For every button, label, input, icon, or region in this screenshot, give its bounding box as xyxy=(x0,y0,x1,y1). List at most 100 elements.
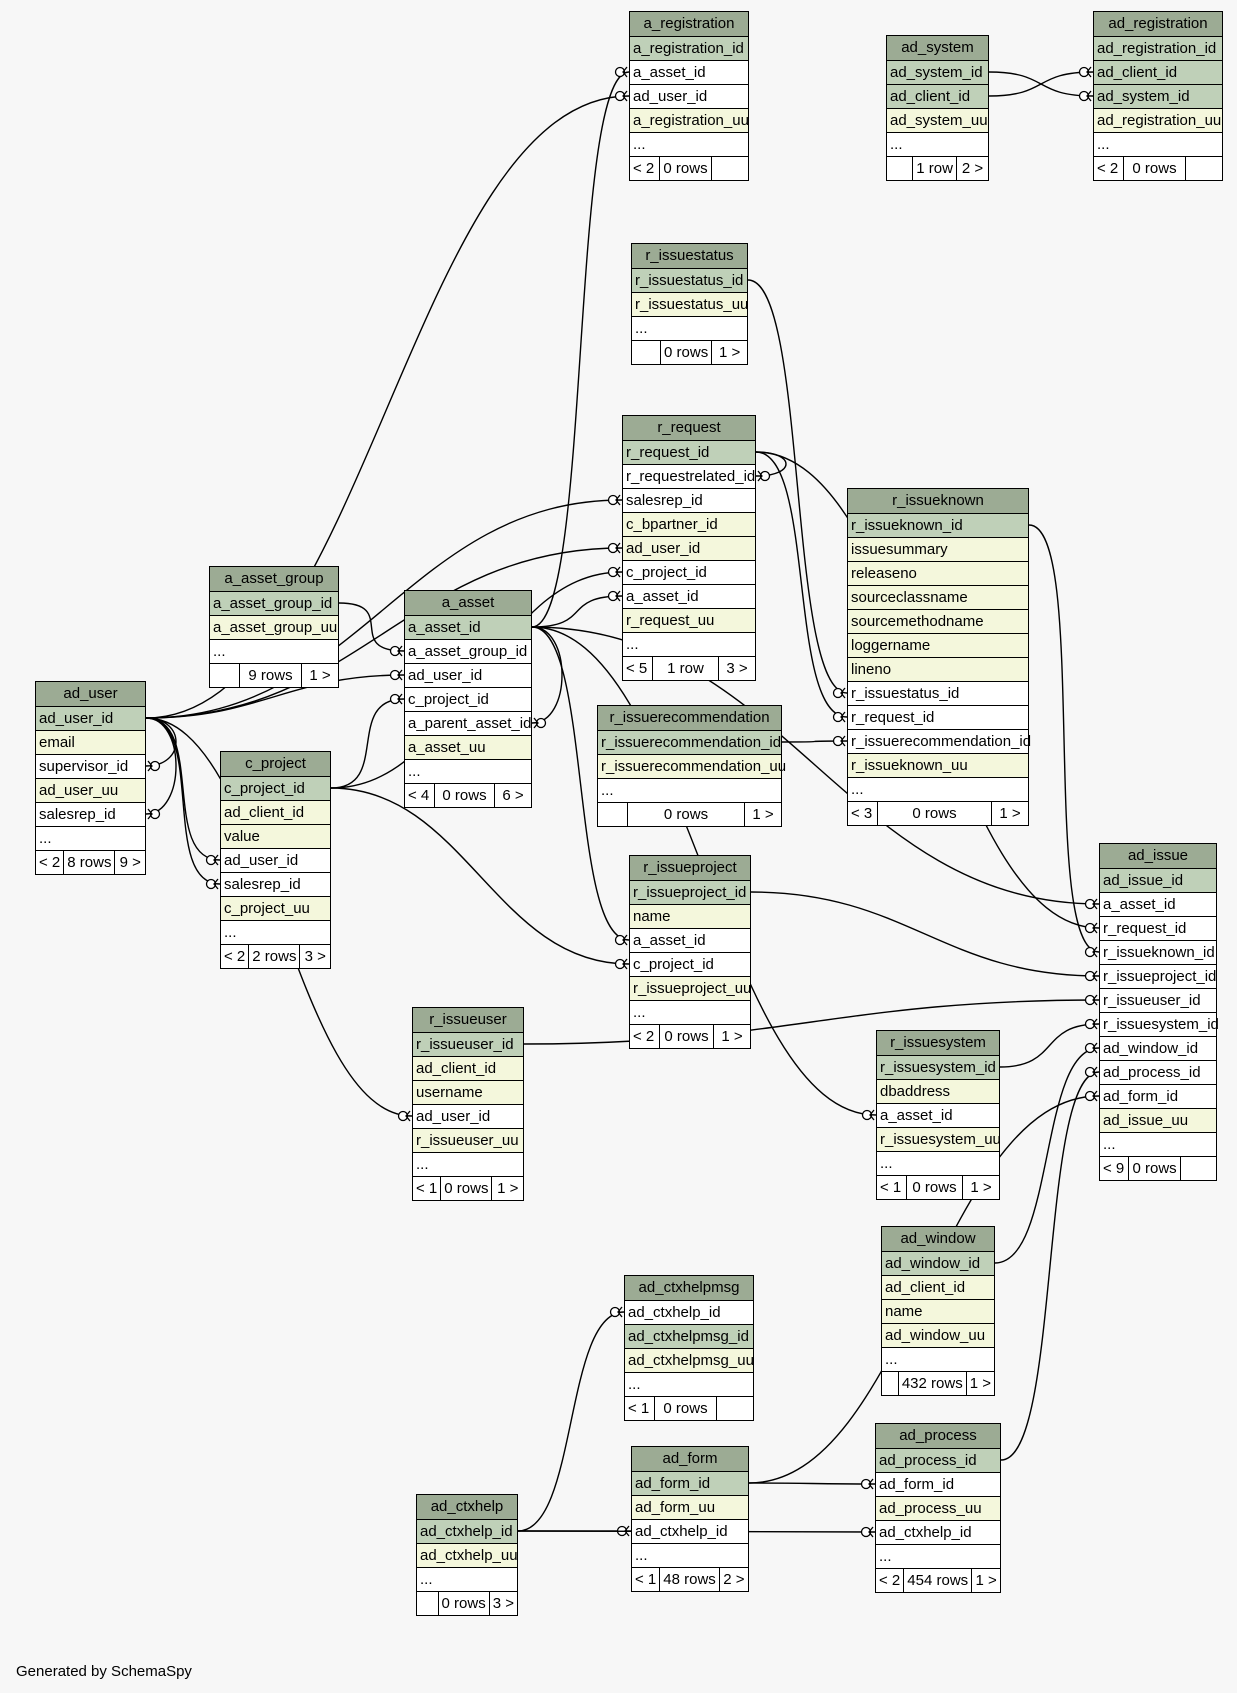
column-ad-registration-id[interactable]: ad_registration_id xyxy=(1094,37,1222,61)
column-r-request-id[interactable]: r_request_id xyxy=(623,441,755,465)
table-header[interactable]: r_issuerecommendation xyxy=(598,706,781,731)
column-salesrep-id[interactable]: salesrep_id xyxy=(623,489,755,513)
column-ad-issue-uu[interactable]: ad_issue_uu xyxy=(1100,1109,1216,1133)
column-ad-ctxhelpmsg-id[interactable]: ad_ctxhelpmsg_id xyxy=(625,1325,753,1349)
column-ad-system-id[interactable]: ad_system_id xyxy=(887,61,988,85)
table-header[interactable]: ad_process xyxy=(876,1424,1000,1449)
column-ad-ctxhelp-uu[interactable]: ad_ctxhelp_uu xyxy=(417,1544,518,1568)
parents-link[interactable] xyxy=(887,157,914,180)
column-r-issueuser-id[interactable]: r_issueuser_id xyxy=(1100,989,1216,1013)
column-ad-user-id[interactable]: ad_user_id xyxy=(630,85,748,109)
children-link[interactable]: 1 > xyxy=(752,806,774,823)
more-columns-row[interactable]: ... xyxy=(1094,133,1222,157)
column-ad-ctxhelp-id[interactable]: ad_ctxhelp_id xyxy=(632,1520,748,1544)
table-header[interactable]: r_issuesystem xyxy=(877,1031,999,1056)
column-ad-process-uu[interactable]: ad_process_uu xyxy=(876,1497,1000,1521)
more-columns-row[interactable]: ... xyxy=(877,1152,999,1176)
column-r-issuesystem-id[interactable]: r_issuesystem_id xyxy=(877,1056,999,1080)
column-ad-user-id[interactable]: ad_user_id xyxy=(405,664,531,688)
table-header[interactable]: ad_user xyxy=(36,682,145,707)
parents-link[interactable]: < 2 xyxy=(630,1025,660,1048)
column-ad-client-id[interactable]: ad_client_id xyxy=(221,801,330,825)
parents-link[interactable] xyxy=(632,341,662,364)
column-a-asset-id[interactable]: a_asset_id xyxy=(623,585,755,609)
column-ad-client-id[interactable]: ad_client_id xyxy=(413,1057,523,1081)
column-ad-form-id[interactable]: ad_form_id xyxy=(632,1472,748,1496)
parents-link[interactable]: < 2 xyxy=(630,157,660,180)
column-ad-registration-uu[interactable]: ad_registration_uu xyxy=(1094,109,1222,133)
column-a-asset-id[interactable]: a_asset_id xyxy=(630,929,750,953)
children-link[interactable]: 3 > xyxy=(304,948,326,965)
column-a-registration-uu[interactable]: a_registration_uu xyxy=(630,109,749,133)
column-ad-user-id[interactable]: ad_user_id xyxy=(221,849,330,873)
more-columns-row[interactable]: ... xyxy=(876,1545,1000,1569)
column-c-bpartner-id[interactable]: c_bpartner_id xyxy=(623,513,755,537)
column-ad-ctxhelpmsg-uu[interactable]: ad_ctxhelpmsg_uu xyxy=(625,1349,754,1373)
table-header[interactable]: ad_window xyxy=(882,1227,994,1252)
children-link[interactable]: 2 > xyxy=(961,160,984,177)
column-ad-system-uu[interactable]: ad_system_uu xyxy=(887,109,988,133)
table-header[interactable]: ad_system xyxy=(887,36,988,61)
children-link[interactable] xyxy=(1181,1157,1216,1180)
column-r-issueknown-id[interactable]: r_issueknown_id xyxy=(1100,941,1216,965)
table-header[interactable]: ad_ctxhelp xyxy=(417,1495,517,1520)
column-r-issuerecommendation-id[interactable]: r_issuerecommendation_id xyxy=(598,731,781,755)
column-a-asset-id[interactable]: a_asset_id xyxy=(1100,893,1216,917)
column-loggername[interactable]: loggername xyxy=(848,634,1028,658)
table-header[interactable]: a_asset xyxy=(405,591,531,616)
column-sourcemethodname[interactable]: sourcemethodname xyxy=(848,610,1028,634)
column-c-project-id[interactable]: c_project_id xyxy=(623,561,755,585)
column-r-issueproject-uu[interactable]: r_issueproject_uu xyxy=(630,977,751,1001)
column-r-issuerecommendation-uu[interactable]: r_issuerecommendation_uu xyxy=(598,755,786,779)
more-columns-row[interactable]: ... xyxy=(210,640,338,664)
parents-link[interactable] xyxy=(598,803,628,826)
column-ad-window-uu[interactable]: ad_window_uu xyxy=(882,1324,994,1348)
parents-link[interactable] xyxy=(210,664,240,687)
children-link[interactable]: 1 > xyxy=(497,1180,519,1197)
more-columns-row[interactable]: ... xyxy=(417,1568,517,1592)
column-ad-form-id[interactable]: ad_form_id xyxy=(1100,1085,1216,1109)
column-r-issuestatus-uu[interactable]: r_issuestatus_uu xyxy=(632,293,748,317)
table-header[interactable]: c_project xyxy=(221,752,330,777)
column-ad-ctxhelp-id[interactable]: ad_ctxhelp_id xyxy=(417,1520,517,1544)
parents-link[interactable]: < 1 xyxy=(877,1176,907,1199)
column-ad-window-id[interactable]: ad_window_id xyxy=(882,1252,994,1276)
parents-link[interactable]: < 1 xyxy=(625,1397,655,1420)
column-salesrep-id[interactable]: salesrep_id xyxy=(36,803,145,827)
children-link[interactable]: 9 > xyxy=(119,854,141,871)
more-columns-row[interactable]: ... xyxy=(630,1001,750,1025)
children-link[interactable]: 1 > xyxy=(721,1028,743,1045)
more-columns-row[interactable]: ... xyxy=(405,760,531,784)
column-ad-form-uu[interactable]: ad_form_uu xyxy=(632,1496,748,1520)
column-r-issueuser-uu[interactable]: r_issueuser_uu xyxy=(413,1129,523,1153)
column-username[interactable]: username xyxy=(413,1081,523,1105)
column-ad-user-id[interactable]: ad_user_id xyxy=(413,1105,523,1129)
children-link[interactable]: 1 > xyxy=(999,805,1021,822)
column-r-issuesystem-uu[interactable]: r_issuesystem_uu xyxy=(877,1128,1001,1152)
column-ad-process-id[interactable]: ad_process_id xyxy=(1100,1061,1216,1085)
more-columns-row[interactable]: ... xyxy=(625,1373,753,1397)
children-link[interactable] xyxy=(1186,157,1222,180)
table-header[interactable]: r_issueuser xyxy=(413,1008,523,1033)
column-c-project-uu[interactable]: c_project_uu xyxy=(221,897,330,921)
column-ad-ctxhelp-id[interactable]: ad_ctxhelp_id xyxy=(876,1521,1000,1545)
column-r-request-id[interactable]: r_request_id xyxy=(848,706,1028,730)
more-columns-row[interactable]: ... xyxy=(882,1348,994,1372)
parents-link[interactable]: < 2 xyxy=(36,851,65,874)
column-r-request-uu[interactable]: r_request_uu xyxy=(623,609,755,633)
column-a-asset-uu[interactable]: a_asset_uu xyxy=(405,736,531,760)
parents-link[interactable] xyxy=(882,1372,899,1395)
column-a-asset-id[interactable]: a_asset_id xyxy=(405,616,531,640)
table-header[interactable]: r_issueknown xyxy=(848,489,1028,514)
more-columns-row[interactable]: ... xyxy=(887,133,988,157)
column-c-project-id[interactable]: c_project_id xyxy=(630,953,750,977)
parents-link[interactable]: < 3 xyxy=(848,802,878,825)
